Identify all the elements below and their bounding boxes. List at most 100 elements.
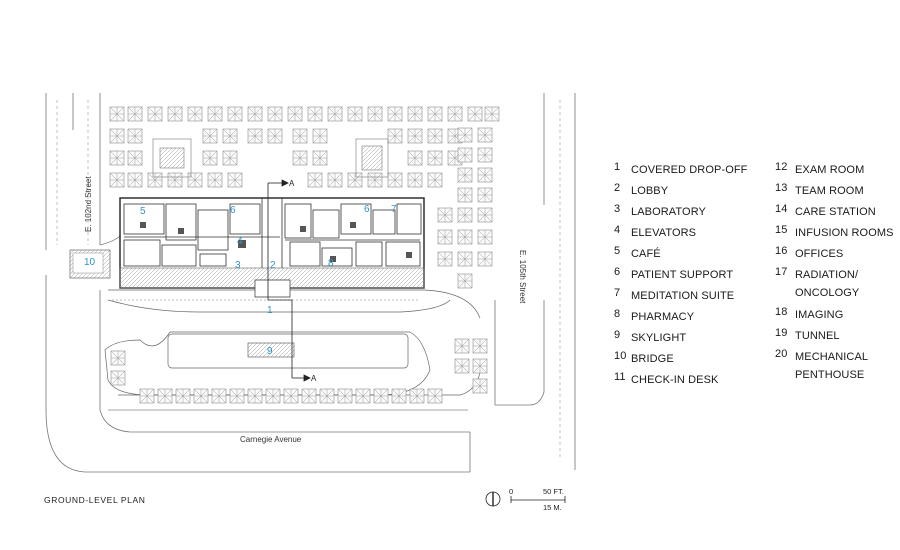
legend-number: 18 [775,306,788,318]
legend-item: 5 CAFÉ [614,245,748,266]
legend-label: ELEVATORS [631,224,696,242]
map-tag-cafe: 5 [140,206,146,217]
legend-number: 3 [614,203,621,215]
legend-number: 20 [775,348,788,360]
legend-label: RADIATION/ONCOLOGY [795,266,859,302]
legend-item: 19 TUNNEL [775,327,894,348]
map-tag-drop-off: 1 [267,305,273,316]
legend-label-line: IMAGING [795,309,844,321]
street-label-102nd: E. 102nd Street [84,176,93,232]
legend-label: CARE STATION [795,203,876,221]
legend-number: 4 [614,224,621,236]
street-label-carnegie: Carnegie Avenue [240,435,302,444]
legend-label-line: TEAM ROOM [795,185,864,197]
legend-item: 16 OFFICES [775,245,894,266]
courtyard-planters [152,138,389,178]
legend-label: PATIENT SUPPORT [631,266,733,284]
street-lines [45,93,576,473]
map-tag-patient-support-east: 6 [364,204,370,215]
legend-item: 6 PATIENT SUPPORT [614,266,748,287]
legend-number: 14 [775,203,788,215]
legend-label-line: BRIDGE [631,353,674,365]
map-tag-elevators-visible: 4 [237,236,243,247]
legend-label-line: LOBBY [631,185,669,197]
legend-label: PHARMACY [631,308,694,326]
legend-item: 3 LABORATORY [614,203,748,224]
legend-number: 19 [775,327,788,339]
legend-label: LOBBY [631,182,668,200]
section-marker-south: A [311,374,317,383]
legend-number: 11 [614,371,626,383]
legend-item: 15 INFUSION ROOMS [775,224,894,245]
legend-number: 10 [614,350,627,362]
legend-item: 7 MEDITATION SUITE [614,287,748,308]
building-footprint [119,197,425,289]
legend-item: 11 CHECK-IN DESK [614,371,748,392]
legend-number: 16 [775,245,788,257]
map-tag-lobby: 2 [270,260,276,271]
legend-label-line: COVERED DROP-OFF [631,164,748,176]
legend-label-line-2: PENTHOUSE [795,369,865,381]
legend-label-line-2: ONCOLOGY [795,287,860,299]
legend-label: COVERED DROP-OFF [631,161,748,179]
legend-item: 18 IMAGING [775,306,894,327]
legend-number: 8 [614,308,621,320]
legend-label: IMAGING [795,306,843,324]
map-tag-skylight: 9 [267,346,273,357]
legend-number: 15 [775,224,788,236]
legend-label: SKYLIGHT [631,329,686,347]
legend-item: 20 MECHANICAL PENTHOUSE [775,348,894,388]
drop-off-canopy [107,279,481,319]
legend-label-line: MECHANICAL [795,351,869,363]
legend-label: EXAM ROOM [795,161,864,179]
legend-label-line: PATIENT SUPPORT [631,269,734,281]
legend-label: BRIDGE [631,350,674,368]
legend-item: 13 TEAM ROOM [775,182,894,203]
plan-caption: GROUND-LEVEL PLAN [44,495,146,505]
scale-zero: 0 [509,487,513,496]
legend-label-line: EXAM ROOM [795,164,865,176]
legend-label-line: CARE STATION [795,206,876,218]
legend-number: 13 [775,182,788,194]
legend-label-line: LABORATORY [631,206,706,218]
scale-bar [510,496,566,503]
south-tree-row [110,338,488,404]
section-marker-north: A [289,179,295,188]
legend-label: TEAM ROOM [795,182,864,200]
legend-number: 7 [614,287,621,299]
legend-label-line: PHARMACY [631,311,695,323]
legend-label: MECHANICAL PENTHOUSE [795,348,868,384]
legend-number: 9 [614,329,621,341]
legend-label-line: INFUSION ROOMS [795,227,894,239]
legend-label-line: CAFÉ [631,248,661,260]
legend-label-line: ELEVATORS [631,227,697,239]
legend-label-line: MEDITATION SUITE [631,290,735,302]
legend-item: 4 ELEVATORS [614,224,748,245]
legend-label: CAFÉ [631,245,661,263]
legend-label: OFFICES [795,245,843,263]
legend-item: 8 PHARMACY [614,308,748,329]
legend-number: 17 [775,266,788,278]
legend-label: INFUSION ROOMS [795,224,894,242]
legend-item: 17 RADIATION/ONCOLOGY [775,266,894,306]
legend-label: TUNNEL [795,327,840,345]
lane-markings [56,100,561,460]
legend-number: 2 [614,182,621,194]
map-tag-patient-support-west: 6 [230,205,236,216]
bridge [69,249,111,279]
legend-label-line: CHECK-IN DESK [631,374,719,386]
legend-label: LABORATORY [631,203,706,221]
legend-number: 5 [614,245,621,257]
north-arrow-icon [485,491,501,507]
section-cut-line [267,179,311,382]
legend-number: 6 [614,266,621,278]
scale-meters: 15 M. [543,503,562,512]
legend-label-line: TUNNEL [795,330,840,342]
map-tag-meditation: 7 [391,204,397,215]
legend-label: CHECK-IN DESK [631,371,718,389]
legend-label-line: OFFICES [795,248,844,260]
